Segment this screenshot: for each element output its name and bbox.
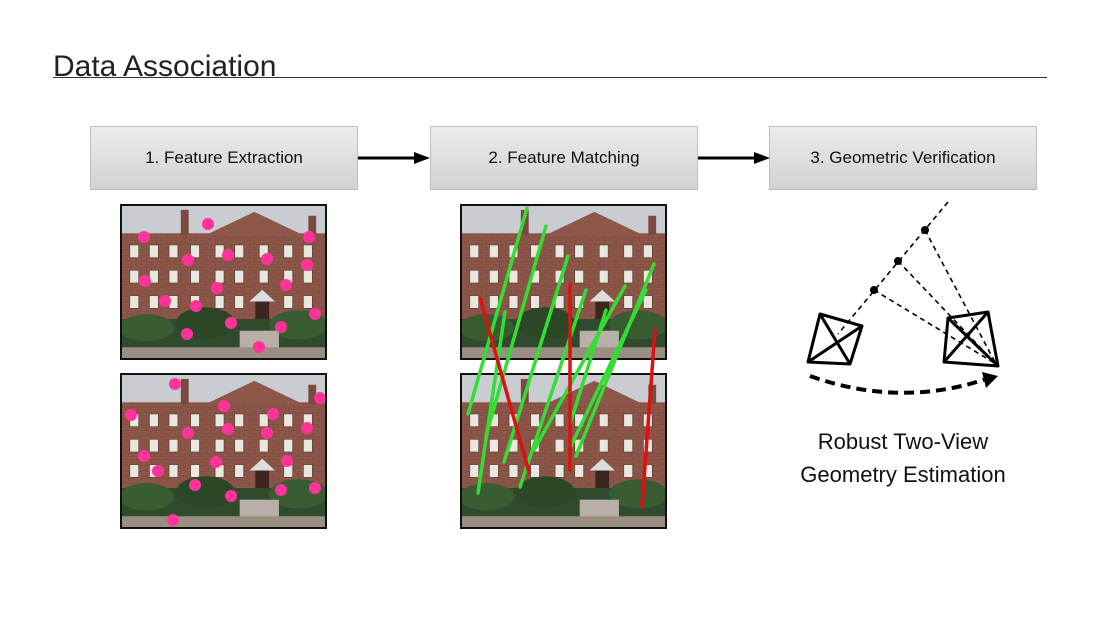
3d-point — [894, 257, 902, 265]
inlier-match-line — [484, 224, 548, 438]
step-feature-matching: 2. Feature Matching — [430, 126, 698, 190]
step-geometric-verification: 3. Geometric Verification — [769, 126, 1037, 190]
geometry-caption: Robust Two-View Geometry Estimation — [770, 425, 1036, 491]
photo-view-2-keypoints — [120, 373, 327, 529]
outlier-match-line — [640, 328, 657, 509]
3d-point — [921, 226, 929, 234]
inlier-match-line — [466, 206, 529, 416]
step-label: 3. Geometric Verification — [810, 148, 996, 167]
inlier-match-line — [532, 284, 627, 452]
flow-arrow-1 — [358, 152, 430, 164]
step-label: 2. Feature Matching — [488, 148, 640, 167]
inlier-match-line — [518, 288, 588, 489]
projection-ray — [873, 289, 997, 365]
arrow-head-icon — [982, 372, 998, 388]
photo-view-1-keypoints — [120, 204, 327, 360]
outlier-match-line — [478, 296, 531, 474]
3d-point — [870, 286, 878, 294]
title-divider — [53, 77, 1047, 78]
projection-ray — [924, 229, 997, 365]
caption-line-1: Robust Two-View — [817, 429, 989, 454]
keypoints-overlay — [138, 218, 321, 353]
inlier-match-line — [568, 308, 608, 426]
match-lines-overlay — [466, 206, 657, 509]
step-feature-extraction: 1. Feature Extraction — [90, 126, 358, 190]
inlier-match-line — [502, 254, 570, 464]
projection-ray — [837, 201, 949, 335]
camera-motion-arrow — [809, 374, 987, 395]
two-view-geometry-diagram — [806, 201, 1000, 395]
step-label: 1. Feature Extraction — [145, 148, 303, 167]
photo-view-1-matching — [460, 204, 667, 360]
camera-left-icon — [806, 312, 864, 366]
caption-line-2: Geometry Estimation — [800, 462, 1006, 487]
slide-title: Data Association — [53, 50, 277, 84]
camera-right-icon — [942, 310, 1000, 368]
inlier-match-line — [568, 288, 648, 450]
photo-view-2-matching — [460, 373, 667, 529]
keypoints-overlay — [125, 378, 325, 526]
flow-arrow-2 — [698, 152, 770, 164]
inlier-match-line — [476, 310, 507, 495]
inlier-match-line — [574, 262, 656, 458]
